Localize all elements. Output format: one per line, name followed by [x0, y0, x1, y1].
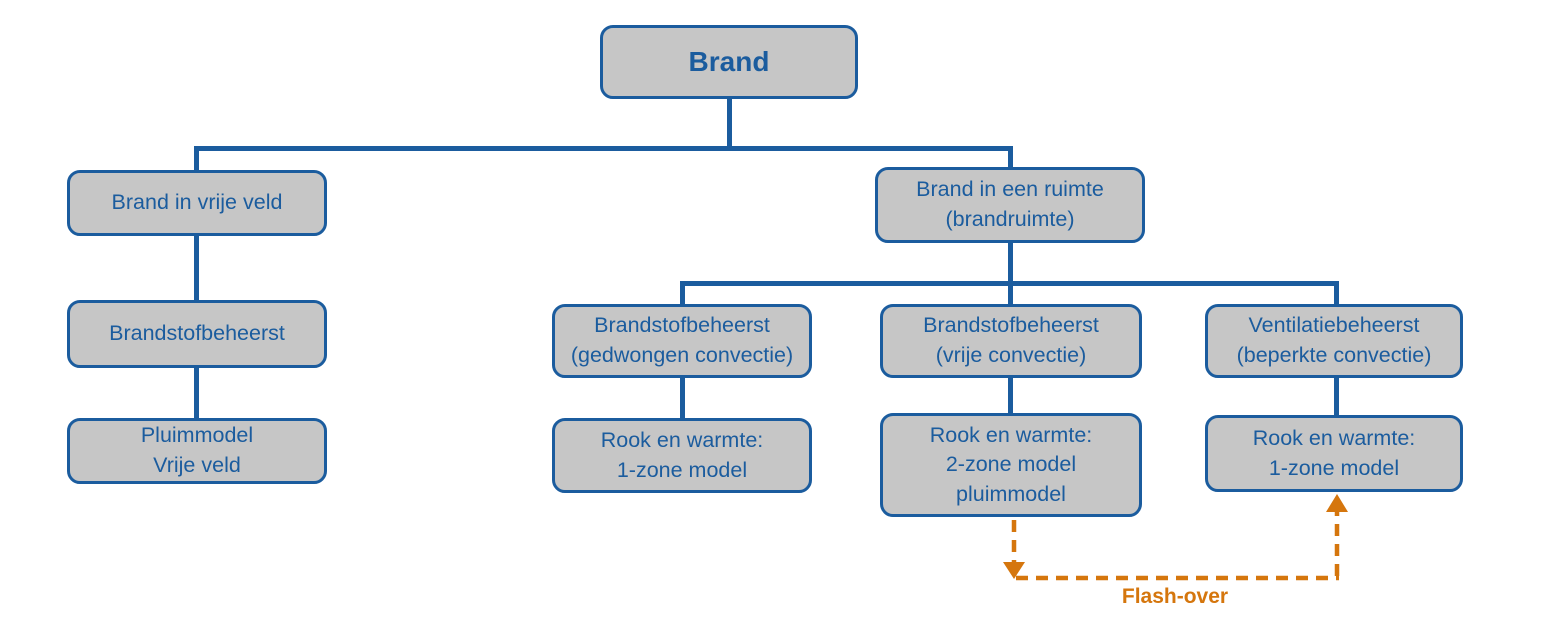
connector-brandstof-pluim [194, 366, 199, 420]
node-ventilatiebeheerst: Ventilatiebeheerst (beperkte convectie) [1205, 304, 1463, 378]
arrowhead-down-icon [1003, 562, 1025, 579]
connector-level2-horizontal [680, 281, 1339, 286]
node-brandstof-gedwongen-convectie: Brandstofbeheerst (gedwongen convectie) [552, 304, 812, 378]
node-rook-1zone-gedwongen: Rook en warmte: 1-zone model [552, 418, 812, 493]
node-brand-in-een-ruimte: Brand in een ruimte (brandruimte) [875, 167, 1145, 243]
node-brandstof-vrije-convectie: Brandstofbeheerst (vrije convectie) [880, 304, 1142, 378]
node-brandstofbeheerst: Brandstofbeheerst [67, 300, 327, 368]
node-rook-1zone-ventilatie: Rook en warmte: 1-zone model [1205, 415, 1463, 492]
connector-to-vrije-veld [194, 146, 199, 172]
connector-level1-horizontal [194, 146, 1013, 151]
connector-vrijeveld-brandstof [194, 234, 199, 302]
connector-ruimte-down [1008, 241, 1013, 306]
connector-gedwongen-rook1 [680, 376, 685, 420]
node-brand-in-vrije-veld: Brand in vrije veld [67, 170, 327, 236]
flash-over-label: Flash-over [1121, 585, 1229, 608]
connector-vrijeconv-rook2 [1008, 376, 1013, 415]
node-pluimmodel-vrije-veld: Pluimmodel Vrije veld [67, 418, 327, 484]
arrowhead-up-icon [1326, 494, 1348, 512]
connector-ventilatie-rook3 [1334, 376, 1339, 417]
connector-to-ventilatie [1334, 281, 1339, 306]
node-rook-2zone-pluimmodel: Rook en warmte: 2-zone model pluimmodel [880, 413, 1142, 517]
connector-to-ruimte [1008, 146, 1013, 169]
connector-brand-down [727, 97, 732, 148]
node-brand: Brand [600, 25, 858, 99]
connector-to-gedwongen [680, 281, 685, 306]
